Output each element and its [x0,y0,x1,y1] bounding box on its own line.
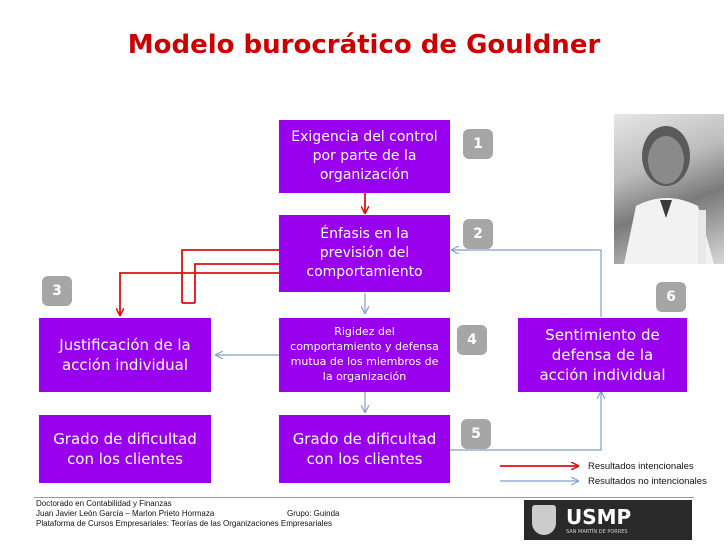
footer-group: Grupo: Guinda [287,509,340,518]
arrow-enfasis-justificacion-outer [181,249,279,303]
badge-2: 2 [463,219,493,249]
arrow-enfasis-justificacion-inner [194,263,279,303]
footer-course: Plataforma de Cursos Empresariales: Teor… [36,519,332,528]
arrow-enfasis-justificacion-down [120,272,279,315]
box-grado-center: Grado de dificultad con los clientes [279,415,450,483]
badge-6: 6 [656,282,686,312]
box-justificacion: Justificación de la acción individual [39,318,211,392]
badge-4: 4 [457,325,487,355]
badge-3: 3 [42,276,72,306]
box-sentimiento: Sentimiento de defensa de la acción indi… [518,318,687,392]
footer-divider [34,497,694,498]
page-title: Modelo burocrático de Gouldner [127,30,601,60]
gouldner-photo [614,114,724,264]
box-enfasis: Énfasis en la previsión del comportamien… [279,215,450,292]
logo-subtext: SAN MARTÍN DE PORRES [566,529,628,535]
badge-5: 5 [461,419,491,449]
footer-program: Doctorado en Contabilidad y Finanzas [36,499,172,508]
usmp-logo: USMP SAN MARTÍN DE PORRES [524,500,692,540]
footer-authors: Juan Javier León García – Marlon Prieto … [36,509,215,518]
box-rigidez: Rigidez del comportamiento y defensa mut… [279,318,450,392]
logo-text: USMP [566,505,632,529]
badge-1: 1 [463,129,493,159]
shield-icon [532,505,556,535]
legend-intencionales: Resultados intencionales [588,461,694,472]
box-grado-left: Grado de dificultad con los clientes [39,415,211,483]
portrait-illustration [624,126,714,264]
arrow-sentimiento-enfasis [452,250,602,317]
legend-no-intencionales: Resultados no intencionales [588,476,707,487]
arrow-grado-sentimiento [450,392,601,451]
box-exigencia: Exigencia del control por parte de la or… [279,120,450,193]
